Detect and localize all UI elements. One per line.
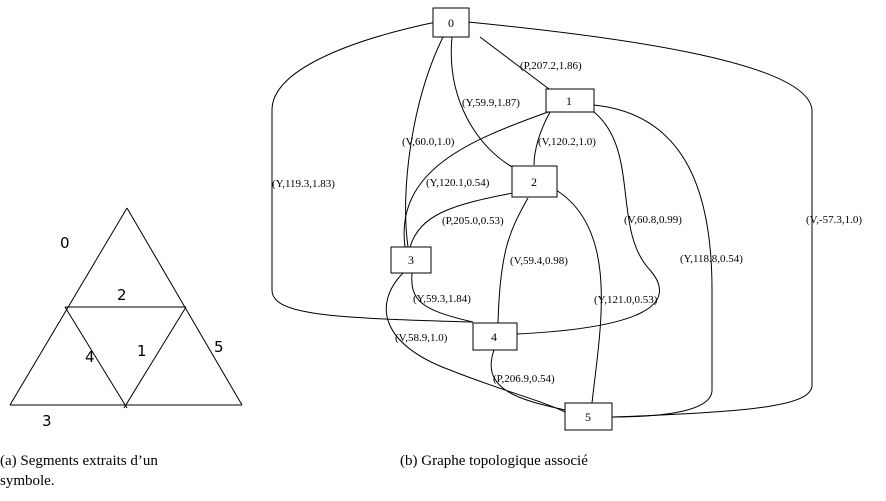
edge-label-2-4: (V,59.4,0.98) [510, 255, 568, 267]
edge-label-0-5: (V,-57.3,1.0) [806, 214, 862, 226]
graph-node-label: 5 [585, 410, 591, 424]
edge-2-4 [497, 197, 529, 324]
segment-4 [64, 306, 128, 409]
edge-0-2 [450, 36, 515, 169]
graph-node-4: 4 [472, 322, 518, 351]
segment-label-3: 3 [42, 412, 52, 430]
edge-4-5 [490, 349, 566, 411]
edge-1-2 [533, 111, 551, 166]
edge-label-2-5: (Y,121.0,0.53) [594, 294, 658, 306]
graph-node-5: 5 [564, 402, 613, 431]
edge-0-1 [479, 36, 554, 93]
caption-a-line2: symbole. [0, 473, 55, 489]
graph-edges [271, 21, 813, 418]
edge-2-5 [555, 189, 602, 404]
edge-label-4-5: (P,206.9,0.54) [493, 373, 555, 385]
edge-label-0-1: (P,207.2,1.86) [520, 60, 582, 72]
edge-0-3 [405, 36, 444, 248]
edge-label-1-5: (Y,118.8,0.54) [680, 253, 743, 265]
segment-label-2: 2 [117, 286, 127, 304]
segment-label-1: 1 [137, 342, 147, 360]
edge-1-4 [516, 111, 660, 335]
edge-0-4 [271, 21, 474, 323]
edge-3-5 [385, 272, 566, 413]
edge-label-1-2: (V,120.2,1.0) [538, 136, 596, 148]
edge-label-0-2: (Y,59.9,1.87) [462, 97, 520, 109]
edge-3-4 [411, 272, 474, 323]
symbol-segments [9, 207, 243, 409]
graph-node-1: 1 [545, 88, 595, 113]
caption-b: (b) Graphe topologique associé [400, 453, 588, 469]
segment-label-4: 4 [85, 348, 95, 366]
graph-node-label: 4 [491, 330, 497, 344]
edge-label-1-4: (V,60.8,0.99) [624, 214, 682, 226]
edge-label-1-3: (Y,120.1,0.54) [426, 177, 490, 189]
edge-label-0-3: (V,60.0,1.0) [402, 136, 455, 148]
graph-node-label: 0 [448, 16, 454, 30]
graph-node-label: 1 [566, 94, 572, 108]
edge-1-5 [593, 104, 713, 418]
edge-label-0-4: (Y,119.3,1.83) [272, 178, 335, 190]
segment-1 [123, 306, 187, 409]
edge-label-3-5: (V,58.9,1.0) [395, 332, 448, 344]
edge-2-3 [409, 192, 514, 248]
caption-a-line1: (a) Segments extraits d’un [0, 453, 158, 469]
edge-0-5 [467, 21, 813, 418]
segment-label-5: 5 [214, 338, 224, 356]
edge-1-3 [403, 111, 549, 248]
graph-node-label: 2 [531, 175, 537, 189]
segment-label-0: 0 [60, 234, 70, 252]
edge-label-3-4: (Y,59.3,1.84) [413, 293, 471, 305]
edge-label-2-3: (P,205.0,0.53) [442, 215, 504, 227]
graph-node-2: 2 [511, 165, 558, 198]
graph-node-label: 3 [408, 253, 414, 267]
graph-node-3: 3 [390, 246, 432, 274]
graph-node-0: 0 [432, 7, 470, 38]
